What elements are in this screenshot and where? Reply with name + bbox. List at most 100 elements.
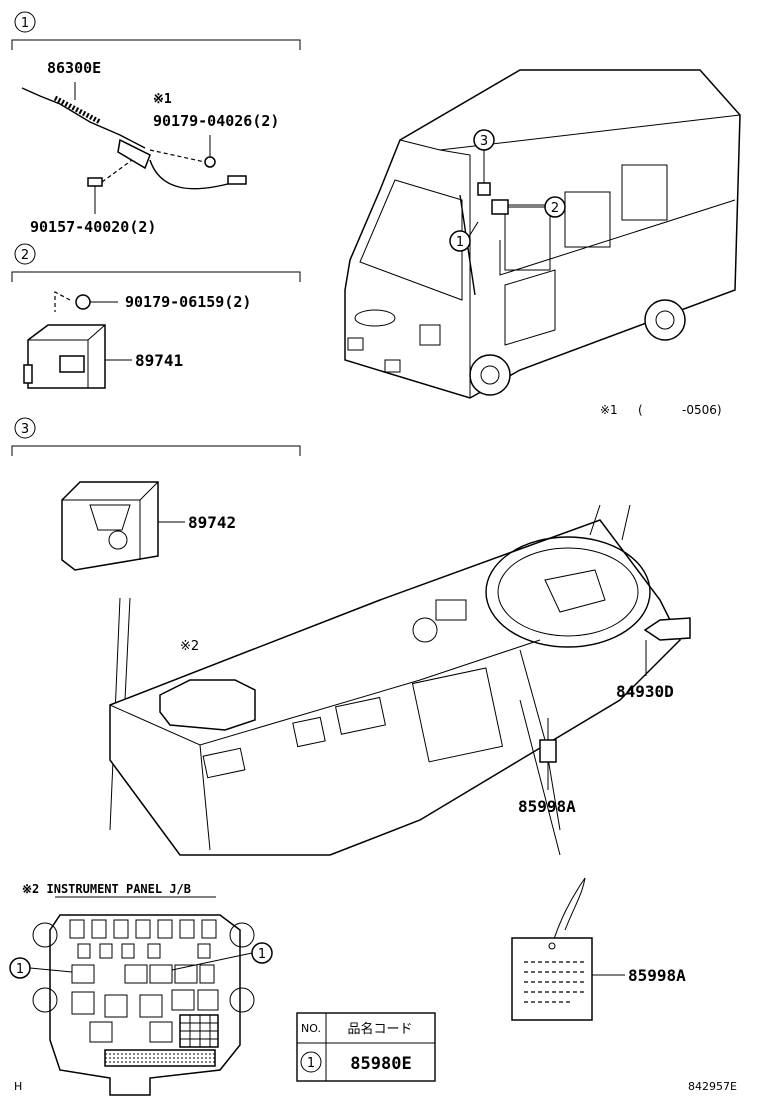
- column-line-2: [519, 699, 561, 856]
- table-row-number-circle: [300, 1051, 322, 1073]
- vehicle-roof-module: [477, 182, 491, 196]
- nut-leader: [149, 149, 206, 163]
- callout-3-circle: [473, 129, 495, 151]
- footnote-open: (: [638, 403, 643, 417]
- section-2-number: 2: [21, 248, 29, 263]
- dash-pillar-line-2: [124, 597, 131, 701]
- steering-column-line-1: [589, 504, 601, 536]
- side-panel: [504, 269, 556, 346]
- label-tag-1-part-number: 85998A: [518, 797, 576, 816]
- callout-3-number: 3: [480, 134, 488, 149]
- vehicle-mirror-module: [491, 199, 509, 215]
- receiver-1-assembly[interactable]: [23, 291, 132, 389]
- section-3-number: 3: [21, 422, 29, 437]
- vent-3: [334, 696, 387, 735]
- nut-2-icon: [75, 294, 91, 310]
- dash-tag: [539, 739, 557, 763]
- vent-2: [292, 716, 326, 748]
- vent-1: [202, 747, 246, 779]
- steering-wheel-inner: [497, 547, 639, 637]
- dashboard-illustration: [109, 504, 691, 856]
- front-corner: [419, 324, 441, 346]
- section-3-bracket: [11, 445, 301, 456]
- callout-1-circle: [449, 230, 471, 252]
- jb-title: ※2 INSTRUMENT PANEL J/B: [22, 882, 191, 896]
- jb-fuses: [69, 919, 219, 1043]
- connector-body: [643, 617, 691, 641]
- tag-string: [551, 877, 586, 946]
- jb-callout-right-circle: [251, 942, 273, 964]
- receiver-1-connector: [23, 364, 33, 384]
- table-col-no: NO.: [301, 1022, 321, 1035]
- steering-column-line-2: [621, 504, 631, 541]
- section-1-bracket: [11, 39, 301, 50]
- receiver-2-recess: [89, 504, 131, 531]
- front-hub: [480, 365, 500, 385]
- nut-icon: [204, 156, 216, 168]
- footnote-code: -0506): [682, 403, 722, 417]
- note-1-marker: ※1: [153, 92, 172, 107]
- headlight-left: [347, 337, 364, 351]
- receiver-1-part-number: 89741: [135, 351, 183, 370]
- part-table: [296, 1012, 436, 1082]
- section-3: 3: [11, 417, 301, 456]
- front-wheel: [469, 354, 511, 396]
- callout-2-circle: [544, 196, 566, 218]
- jb-callout-left-number: 1: [16, 962, 24, 977]
- jb-mount-top-left: [32, 922, 58, 948]
- windshield: [359, 179, 463, 301]
- section-2: 2: [11, 243, 301, 282]
- jb-mount-bottom-right: [229, 987, 255, 1013]
- antenna-coil: [53, 95, 102, 125]
- corner-left-mark: H: [14, 1080, 22, 1093]
- tag-hole: [548, 942, 556, 950]
- table-row-no: 1: [307, 1056, 315, 1071]
- gauge: [412, 617, 438, 643]
- vehicle-illustration: [344, 69, 741, 399]
- vehicle-callout-3: 3: [473, 129, 495, 151]
- nut-2-part-number: 90179-06159(2): [125, 293, 251, 311]
- corner-right-code: 842957E: [688, 1080, 737, 1093]
- screw-icon: [87, 177, 103, 187]
- section-3-badge: [14, 417, 36, 439]
- connector-part-number: 84930D: [616, 682, 674, 701]
- antenna-part-number: 86300E: [47, 59, 101, 77]
- section-2-bracket: [11, 271, 301, 282]
- callout-2-number: 2: [551, 201, 559, 216]
- receiver-2-knob: [108, 530, 128, 550]
- jb-callout-left: 1: [9, 957, 31, 979]
- jb-callout-right-number: 1: [258, 947, 266, 962]
- nut-1-part-number: 90179-04026(2): [153, 112, 279, 130]
- receiver-2-assembly[interactable]: [61, 481, 185, 571]
- side-window-2: [621, 164, 668, 221]
- table-col-code: 品名コード: [347, 1021, 412, 1037]
- jb-module: [159, 679, 256, 731]
- side-belt-line: [499, 199, 736, 276]
- steering-hub: [544, 569, 606, 613]
- label-tag-2-assembly[interactable]: [511, 877, 625, 1021]
- receiver-2-body: [61, 481, 159, 571]
- vehicle-callout-1: 1: [449, 230, 471, 252]
- antenna-plug: [227, 175, 247, 185]
- jb-mount-bottom-left: [32, 987, 58, 1013]
- label-tag-2-part-number: 85998A: [628, 966, 686, 985]
- jb-connector-strip: [104, 1049, 216, 1067]
- nut-2-leader: [54, 291, 71, 312]
- note-2-marker: ※2: [180, 639, 199, 654]
- side-window-1: [564, 191, 611, 248]
- screw-1-part-number: 90157-40020(2): [30, 218, 156, 236]
- section-1-number: 1: [21, 16, 29, 31]
- antenna-assembly[interactable]: [21, 82, 247, 214]
- tag-string-2: [564, 877, 586, 931]
- receiver-2-part-number: 89742: [188, 513, 236, 532]
- tag-card: [511, 937, 593, 1021]
- jb-mount-top-right: [229, 922, 255, 948]
- dashboard-front-edge: [109, 639, 541, 746]
- door-window: [504, 204, 551, 271]
- switch-panel: [435, 599, 467, 621]
- footnote-marker: ※1: [600, 403, 618, 417]
- jb-housing: [49, 914, 241, 1096]
- callout-1-leader: [467, 221, 479, 239]
- vehicle-callout-2: 2: [544, 196, 566, 218]
